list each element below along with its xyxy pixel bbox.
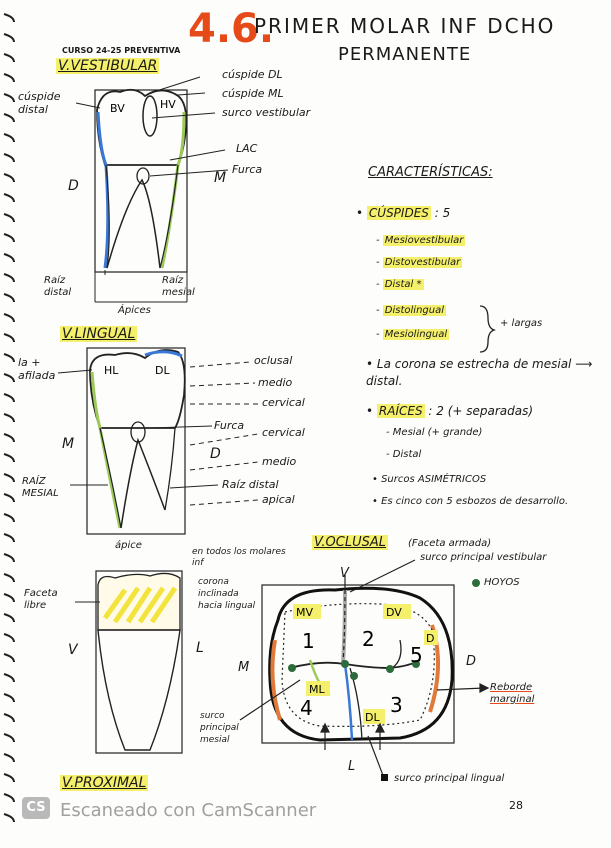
- label-bv: BV: [110, 102, 125, 115]
- vestibular-heading: V.VESTIBULAR: [56, 58, 160, 74]
- label-lac: LAC: [236, 142, 258, 155]
- label-d-lingual: D: [210, 446, 221, 462]
- label-apical: apical: [262, 493, 295, 506]
- label-hl: HL: [104, 364, 119, 377]
- cuspide-item-1: - Mesiovestibular: [376, 235, 466, 246]
- label-surco-mesial: surco principal mesial: [200, 711, 239, 745]
- label-cuspide-distal: cúspide distal: [18, 90, 61, 116]
- label-furca: Furca: [232, 163, 263, 176]
- label-l-oclusal: L: [348, 759, 356, 774]
- label-raiz-distal: Raíz distal: [44, 275, 72, 298]
- cuspides-heading: • CÚSPIDES : 5: [356, 206, 451, 220]
- label-cuspide-ml: cúspide ML: [222, 87, 284, 100]
- raiz-item-2: - Distal: [386, 449, 422, 460]
- label-d-cusp: D: [426, 632, 434, 645]
- page-title: PRIMER MOLAR INF DCHO: [254, 14, 556, 38]
- label-v-proximal: V: [68, 642, 78, 658]
- label-medio: medio: [258, 376, 293, 389]
- characteristics-title: CARACTERÍSTICAS:: [368, 165, 493, 180]
- label-surco-lingual: surco principal lingual: [394, 773, 505, 784]
- label-medio-2: medio: [262, 455, 297, 468]
- label-oclusal: oclusal: [254, 354, 293, 367]
- cusp-number-5: 5: [410, 643, 423, 667]
- bracket-note: + largas: [500, 318, 543, 329]
- label-surco-vestibular-principal: surco principal vestibular: [420, 552, 547, 563]
- label-hoyos: HOYOS: [484, 577, 520, 588]
- label-furca-lingual: Furca: [214, 419, 245, 432]
- page-subtitle: PERMANENTE: [338, 44, 472, 65]
- label-ml: ML: [309, 683, 325, 696]
- oclusal-heading: V.OCLUSAL: [312, 535, 388, 550]
- raices-heading: • RAÍCES : 2 (+ separadas): [366, 404, 534, 418]
- label-dv: DV: [386, 606, 402, 619]
- cusp-number-4: 4: [300, 696, 313, 720]
- occlusal-view: MV DV D ML DL 1 2 3 4 5: [239, 559, 490, 781]
- label-dl: DL: [365, 711, 380, 724]
- label-m-vestibular: M: [214, 170, 227, 186]
- label-raiz-distal-lingual: Raíz distal: [222, 478, 279, 491]
- label-dl: DL: [155, 364, 170, 377]
- label-cervical-2: cervical: [262, 426, 305, 439]
- label-v-oclusal: V: [340, 566, 349, 581]
- label-cervical: cervical: [262, 396, 305, 409]
- label-l-proximal: L: [196, 640, 204, 656]
- corona-note: • La corona se estrecha de mesial ⟶ dist…: [366, 357, 593, 388]
- raiz-item-1: - Mesial (+ grande): [386, 427, 483, 438]
- label-cuspide-dl: cúspide DL: [222, 68, 283, 81]
- label-raiz-mesial-lingual: RAÍZ MESIAL: [22, 476, 59, 499]
- proximal-heading: V.PROXIMAL: [60, 775, 149, 791]
- page-number: 28: [509, 799, 523, 812]
- label-m-oclusal: M: [238, 660, 250, 675]
- label-faceta-libre: Faceta libre: [24, 588, 58, 611]
- cuspide-item-2: - Distovestibular: [376, 257, 463, 268]
- cusp-number-3: 3: [390, 693, 403, 717]
- lingual-view: HL DL: [57, 347, 259, 535]
- section-number: 4.6.: [188, 6, 275, 52]
- label-mv: MV: [296, 606, 313, 619]
- lingual-heading: V.LINGUAL: [60, 326, 138, 342]
- label-apice: ápice: [115, 540, 142, 551]
- camscanner-text: Escaneado con CamScanner: [60, 800, 317, 821]
- camscanner-logo: CS: [22, 797, 50, 819]
- label-d-vestibular: D: [68, 178, 79, 194]
- surcos-note: • Surcos ASIMÉTRICOS: [372, 474, 487, 485]
- label-m-lingual: M: [62, 436, 75, 452]
- cuspide-item-3: - Distal *: [376, 279, 424, 290]
- label-surco-vestibular: surco vestibular: [222, 106, 311, 119]
- cusp-number-1: 1: [302, 629, 315, 653]
- cuspide-item-5: - Mesiolingual: [376, 329, 450, 340]
- label-d-oclusal: D: [466, 654, 477, 669]
- label-raiz-mesial: Raíz mesial: [162, 275, 195, 298]
- label-hv: HV: [160, 98, 176, 111]
- cinco-note: • Es cinco con 5 esbozos de desarrollo.: [372, 496, 569, 507]
- note-corona: corona inclinada hacia lingual: [198, 577, 256, 611]
- oclusal-subheading: (Faceta armada): [408, 538, 492, 549]
- course-label: CURSO 24-25 PREVENTIVA: [62, 46, 181, 55]
- cusps-bracket: [479, 305, 497, 353]
- spiral-binding: [3, 13, 15, 823]
- cuspide-item-4: - Distolingual: [376, 305, 447, 316]
- label-afilada: la + afilada: [18, 356, 56, 382]
- proximal-view: [75, 570, 183, 754]
- cusp-number-2: 2: [362, 627, 375, 651]
- note-molares: en todos los molares inf: [192, 547, 286, 568]
- vestibular-view: BV HV: [75, 76, 229, 303]
- label-reborde: Reborde marginal: [490, 682, 535, 705]
- label-apices: Ápices: [118, 305, 151, 316]
